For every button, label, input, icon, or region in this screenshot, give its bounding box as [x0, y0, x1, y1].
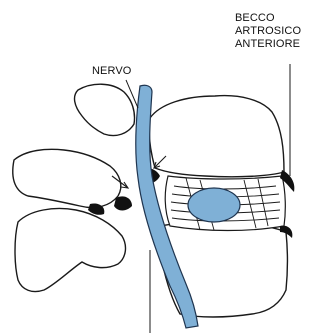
- becco-line-3: ANTERIORE: [235, 38, 301, 51]
- becco-line-2: ARTROSICO: [235, 25, 301, 38]
- upper-vertebral-body: [149, 96, 284, 177]
- becco-line-1: BECCO: [235, 12, 301, 25]
- upper-posterior-arch: [75, 84, 135, 135]
- nervo-label: NERVO: [92, 65, 131, 78]
- disc-nucleus: [188, 188, 240, 222]
- articular-process: [13, 149, 121, 207]
- intervertebral-disc: [165, 176, 285, 231]
- lower-posterior-arch: [15, 209, 125, 292]
- becco-artrosico-anteriore-label: BECCO ARTROSICO ANTERIORE: [235, 12, 301, 51]
- foramen-shadow-2: [114, 196, 132, 210]
